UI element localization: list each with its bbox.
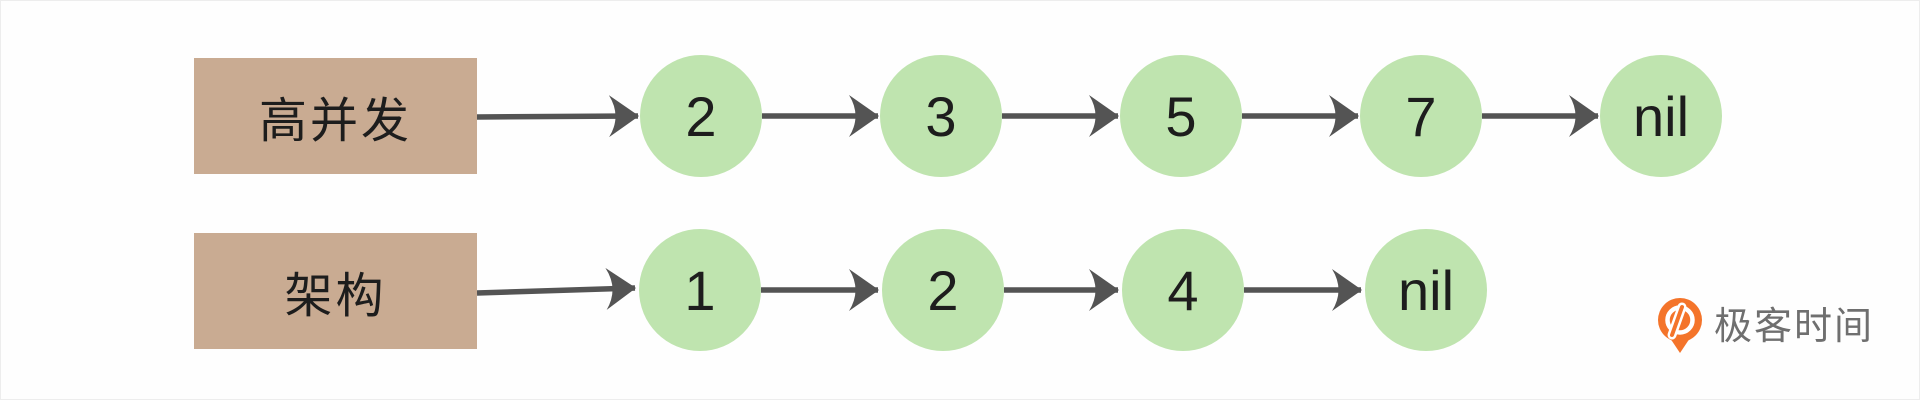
list-head-label-row1: 高并发 [194, 58, 477, 174]
geektime-logo-text: 极客时间 [1714, 306, 1875, 348]
arrow [476, 267, 636, 310]
list-node-nil: nil [1600, 55, 1722, 177]
geektime-pin-icon [1658, 298, 1702, 353]
node-value: 1 [684, 258, 716, 322]
list-node-nil: nil [1365, 229, 1487, 351]
node-value: 5 [1165, 84, 1197, 148]
list-node: 3 [880, 55, 1002, 177]
list-head-label-text: 架构 [284, 270, 387, 323]
node-value: 2 [927, 258, 959, 322]
arrow [476, 95, 639, 138]
list-node: 4 [1122, 229, 1244, 351]
list-node: 2 [640, 55, 762, 177]
list-head-label-row2: 架构 [194, 233, 477, 349]
node-value: 2 [685, 84, 717, 148]
list-node: 7 [1360, 55, 1482, 177]
node-value: nil [1397, 258, 1455, 322]
node-value: 3 [925, 84, 957, 148]
node-value: 7 [1405, 84, 1437, 148]
list-node: 5 [1120, 55, 1242, 177]
list-head-label-text: 高并发 [258, 95, 412, 148]
list-node: 2 [882, 229, 1004, 351]
node-value: 4 [1167, 258, 1199, 322]
geektime-logo: 极客时间 [1655, 298, 1874, 356]
node-value: nil [1632, 84, 1690, 148]
list-node: 1 [639, 229, 761, 351]
